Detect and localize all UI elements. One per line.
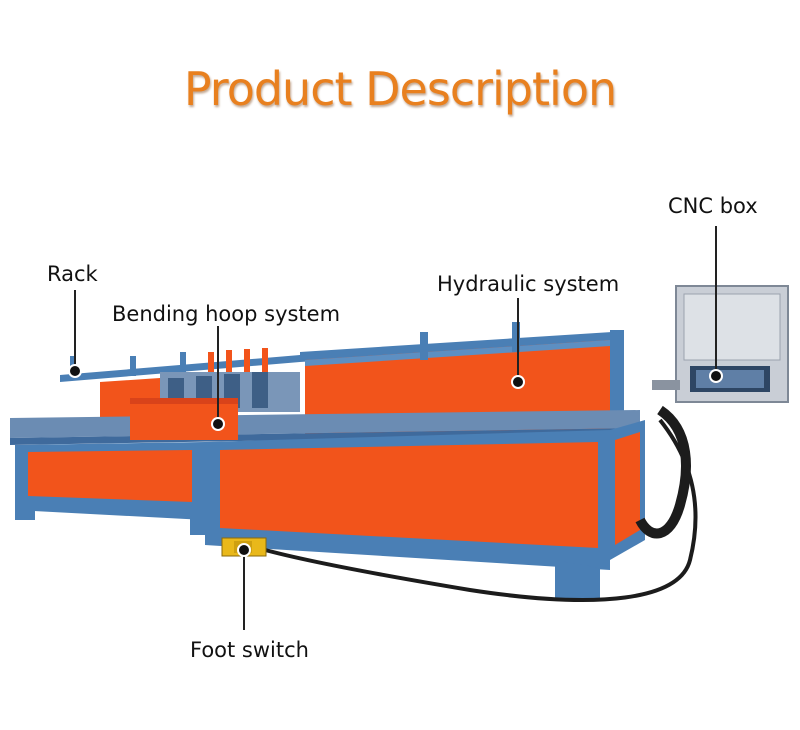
bending-head-left xyxy=(130,398,182,440)
callout-dot-rack xyxy=(68,364,82,378)
bending-head-right xyxy=(182,398,238,440)
callout-dot-foot xyxy=(237,543,251,557)
label-foot-switch: Foot switch xyxy=(190,638,309,662)
label-hydraulic-system: Hydraulic system xyxy=(437,272,620,296)
label-bending-hoop-system: Bending hoop system xyxy=(112,302,341,326)
label-cnc-box: CNC box xyxy=(668,194,758,218)
label-rack: Rack xyxy=(47,262,98,286)
hydraulic-hose xyxy=(635,405,691,539)
callout-dot-bending xyxy=(211,417,225,431)
back-beam xyxy=(300,332,612,362)
callout-dot-hydraulic xyxy=(511,375,525,389)
page-title: Product Description xyxy=(183,62,617,116)
callout-dot-cnc xyxy=(709,369,723,383)
foot-switch-cable xyxy=(257,418,698,602)
